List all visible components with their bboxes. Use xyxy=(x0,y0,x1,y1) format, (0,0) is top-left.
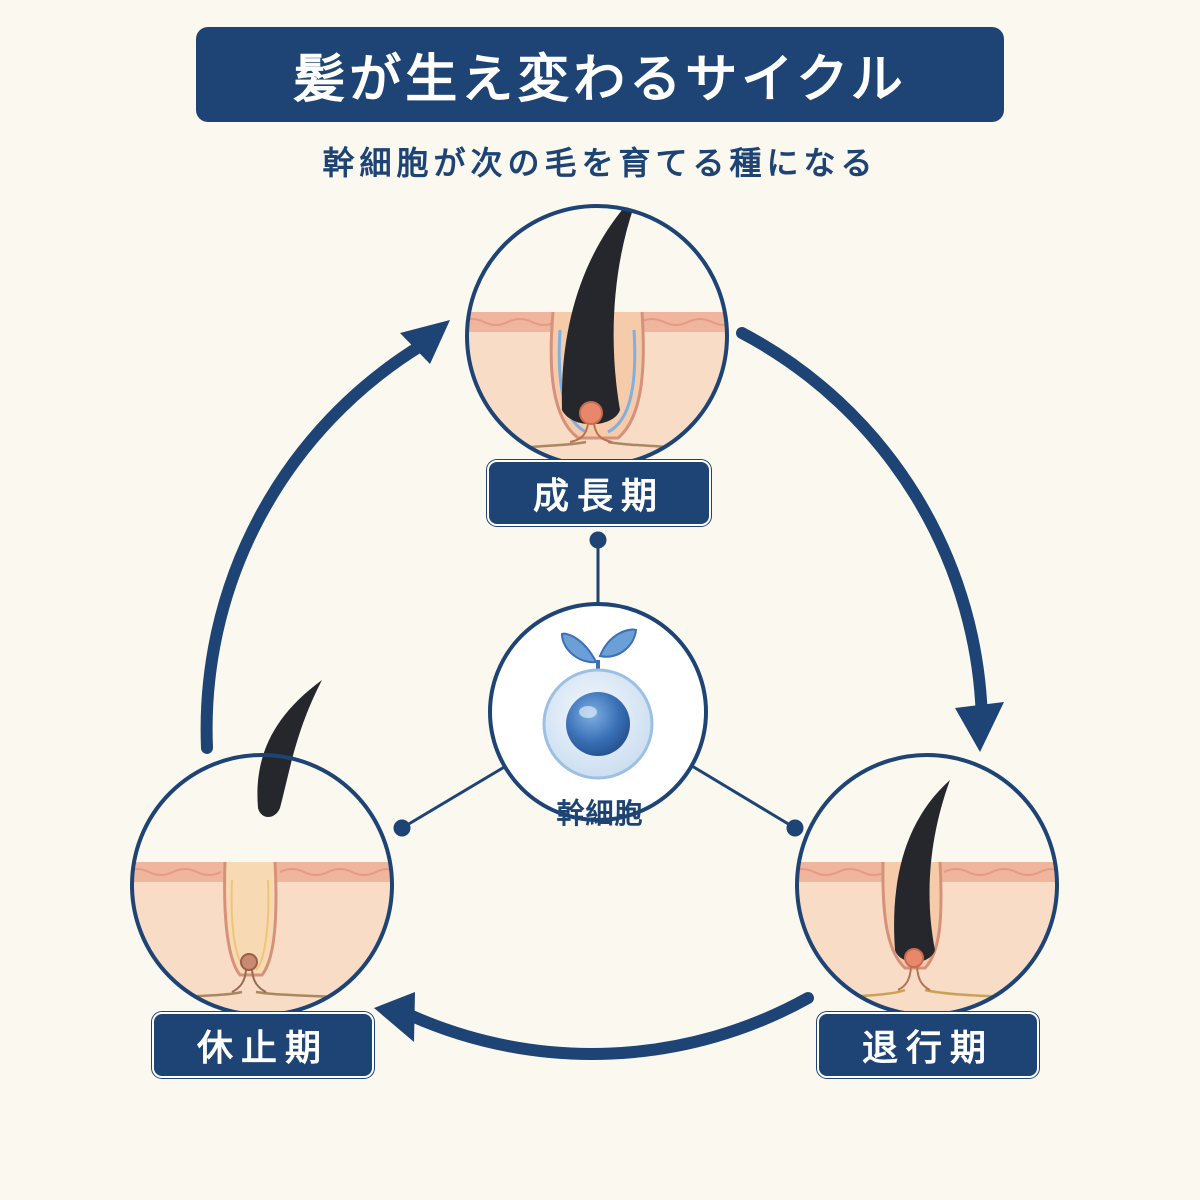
cycle-arrow-icon xyxy=(200,327,988,1060)
stem-cell-connectors xyxy=(393,531,804,837)
title-banner: 髪が生え変わるサイクル xyxy=(196,27,1004,122)
page-subtitle: 幹細胞が次の毛を育てる種になる xyxy=(322,144,878,182)
page-title: 髪が生え変わるサイクル xyxy=(293,49,907,110)
arrowhead-anagen xyxy=(400,320,450,364)
stem-cell-icon xyxy=(542,668,654,780)
stage-label-catagen: 退行期 xyxy=(817,1012,1039,1078)
arrowhead-catagen xyxy=(955,702,1004,752)
arrow-catagen-to-telogen xyxy=(406,992,814,1060)
stage-label-telogen: 休止期 xyxy=(152,1012,374,1078)
arrow-telogen-to-anagen xyxy=(200,339,428,754)
arrowhead-telogen xyxy=(374,992,415,1042)
stem-cell-label: 幹細胞 xyxy=(556,797,644,830)
catagen-illustration xyxy=(795,753,1059,1017)
stem-cell-illustration xyxy=(488,602,708,822)
sprout-icon xyxy=(560,628,638,688)
telogen-illustration xyxy=(130,680,394,1017)
arrow-anagen-to-catagen xyxy=(736,327,988,731)
anagen-illustration xyxy=(465,204,729,468)
stage-label-anagen: 成長期 xyxy=(487,460,711,526)
